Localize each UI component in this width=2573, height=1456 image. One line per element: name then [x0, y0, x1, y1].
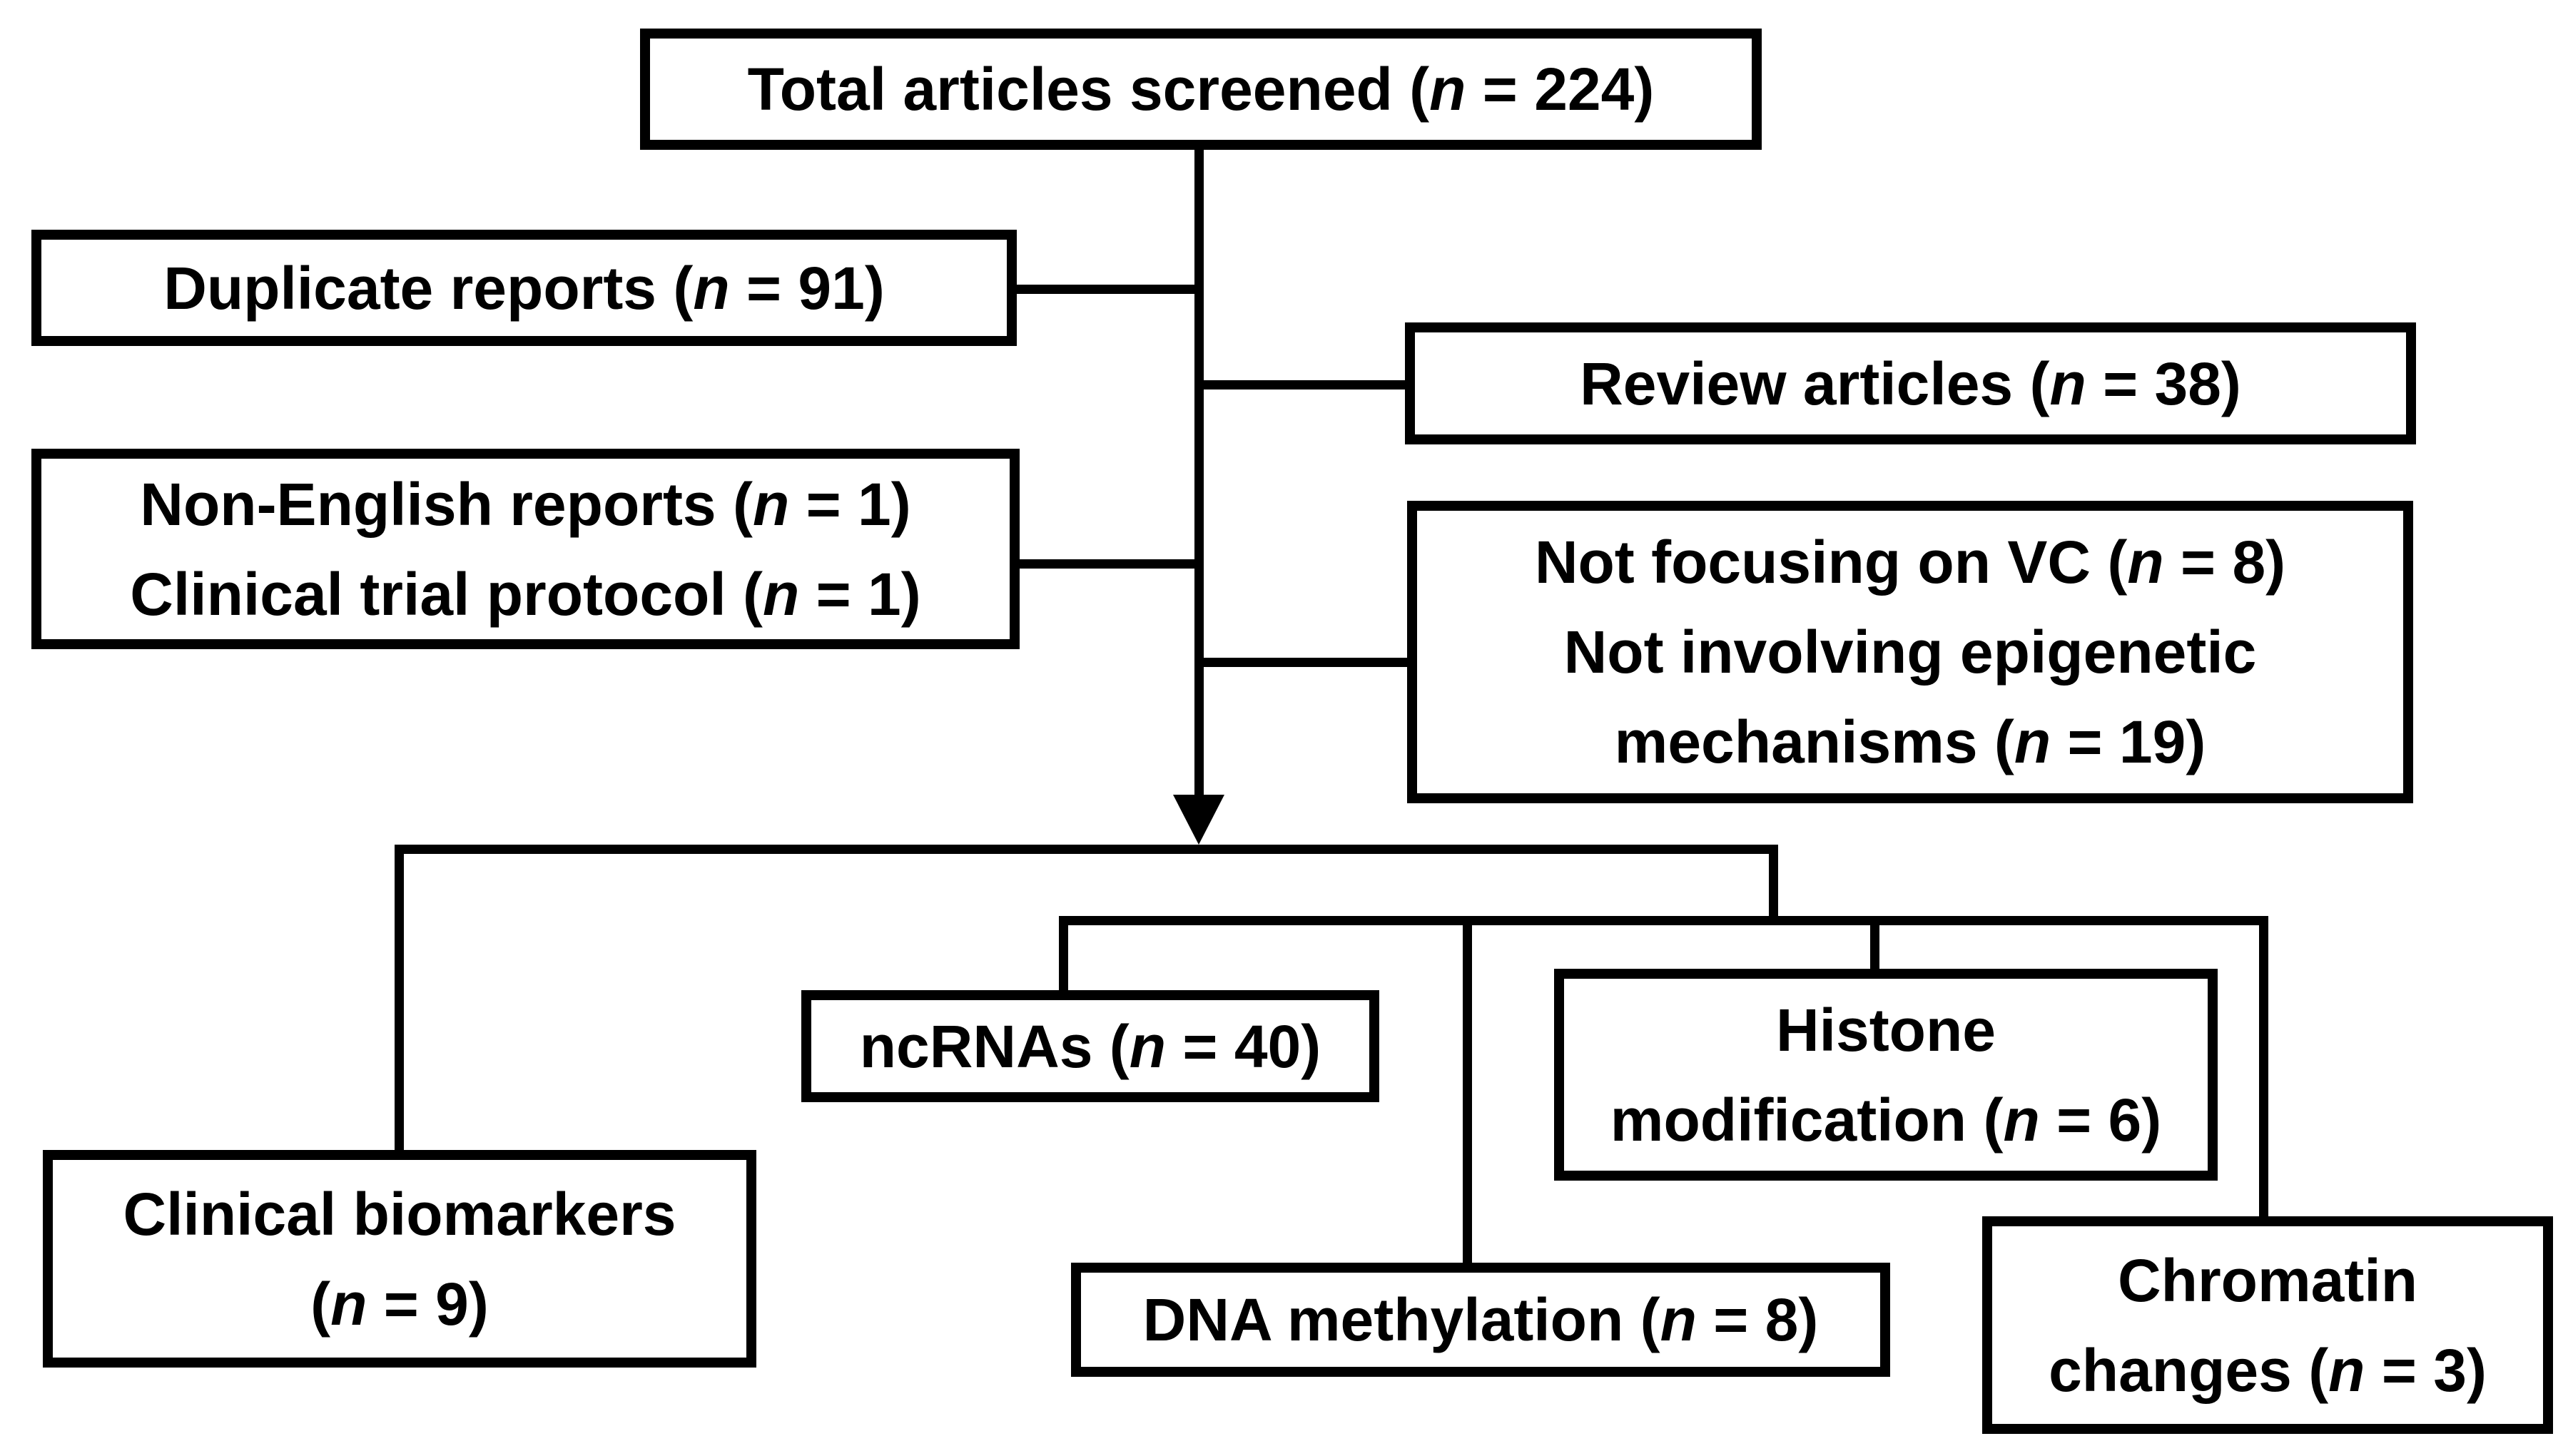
connector-tier1-tier2-vertical — [1769, 845, 1778, 925]
connector-nonenglish-horizontal — [1016, 559, 1204, 569]
connector-dna-vertical — [1463, 916, 1472, 1267]
node-duplicate-reports: Duplicate reports (n = 91) — [31, 230, 1017, 346]
connector-tier1-bar — [395, 845, 1778, 854]
arrowhead-down-icon — [1173, 795, 1224, 845]
node-total-articles-screened: Total articles screened (n = 224) — [640, 29, 1762, 150]
node-ncrnas: ncRNAs (n = 40) — [801, 990, 1379, 1102]
node-chromatin-changes: Chromatin changes (n = 3) — [1982, 1216, 2553, 1434]
connector-clinical-vertical — [395, 845, 404, 1154]
connector-ncrnas-vertical — [1059, 916, 1068, 994]
connector-review-horizontal — [1194, 380, 1409, 390]
node-clinical-biomarkers: Clinical biomarkers (n = 9) — [43, 1150, 756, 1368]
connector-tier2-bar — [1059, 916, 2268, 925]
node-review-articles: Review articles (n = 38) — [1405, 322, 2416, 444]
connector-notfocusing-horizontal — [1194, 658, 1411, 667]
connector-trunk-vertical — [1194, 140, 1204, 802]
connector-chromatin-vertical — [2259, 916, 2268, 1221]
connector-histone-vertical — [1870, 916, 1879, 973]
connector-duplicate-horizontal — [1013, 285, 1204, 294]
node-dna-methylation: DNA methylation (n = 8) — [1071, 1263, 1890, 1377]
node-histone-modification: Histone modification (n = 6) — [1554, 969, 2218, 1181]
node-not-focusing-not-involving: Not focusing on VC (n = 8) Not involving… — [1407, 501, 2413, 803]
node-nonenglish-clinical-protocol: Non-English reports (n = 1) Clinical tri… — [31, 449, 1020, 649]
